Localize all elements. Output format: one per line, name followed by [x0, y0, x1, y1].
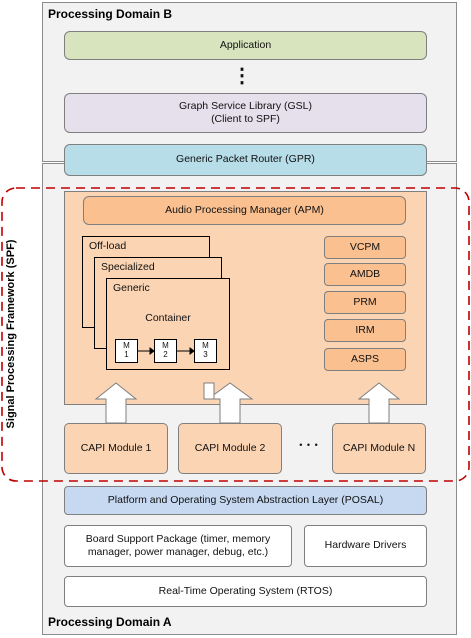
spf-boundary — [1, 187, 470, 482]
bsp-line1: Board Support Package (timer, memory — [85, 532, 271, 545]
gsl-block: Graph Service Library (GSL) (Client to S… — [64, 93, 427, 133]
capi-module-2-up-arrow — [206, 382, 254, 424]
asps-label: ASPS — [350, 352, 379, 365]
hardware-drivers-block: Hardware Drivers — [304, 525, 427, 567]
prm-block: PRM — [324, 291, 406, 314]
module-m3: M 3 — [194, 339, 217, 363]
spf-label: Signal Processing Framework (SPF) — [5, 239, 17, 428]
container-label: Container — [145, 312, 191, 324]
capi-module-2-label: CAPI Module 2 — [194, 441, 266, 454]
module-m1-number: 1 — [124, 350, 129, 359]
m1-to-m2-arrowhead — [149, 347, 155, 355]
application-label: Application — [219, 38, 272, 51]
apm-block: Audio Processing Manager (APM) — [83, 196, 406, 225]
application-block: Application — [64, 31, 427, 60]
domain-b-title: Processing Domain B — [48, 7, 173, 21]
offload-label: Off-load — [89, 240, 127, 252]
module-m2-number: 2 — [163, 350, 168, 359]
domain-a-title: Processing Domain A — [48, 615, 172, 629]
amdb-label: AMDB — [349, 267, 381, 280]
capi-module-1-label: CAPI Module 1 — [80, 441, 152, 454]
specialized-label: Specialized — [101, 261, 155, 273]
gsl-line2: (Client to SPF) — [211, 113, 280, 125]
capi-module-1-up-arrow — [94, 382, 138, 424]
module-m1-letter: M — [123, 341, 130, 351]
gpr-label: Generic Packet Router (GPR) — [176, 153, 315, 166]
rtos-label: Real-Time Operating System (RTOS) — [158, 584, 333, 597]
module-m2-letter: M — [162, 341, 169, 351]
vcpm-label: VCPM — [349, 240, 381, 253]
hardware-drivers-label: Hardware Drivers — [324, 539, 407, 552]
module-m1: M 1 — [115, 339, 138, 363]
generic-label: Generic — [113, 282, 150, 294]
gpr-block: Generic Packet Router (GPR) — [64, 144, 427, 176]
vcpm-block: VCPM — [324, 236, 406, 259]
vertical-ellipsis: ⋮ — [232, 65, 252, 87]
irm-label: IRM — [355, 323, 375, 336]
irm-block: IRM — [324, 319, 406, 342]
prm-label: PRM — [353, 295, 377, 308]
rtos-block: Real-Time Operating System (RTOS) — [64, 576, 427, 607]
bsp-line2: manager, power manager, debug, etc.) — [87, 546, 269, 558]
capi-module-n: CAPI Module N — [332, 423, 426, 474]
module-m3-letter: M — [202, 341, 209, 351]
asps-block: ASPS — [324, 348, 406, 371]
capi-ellipsis: • • • — [299, 440, 319, 450]
capi-module-2-branch-arrow — [203, 382, 215, 400]
processing-domain-b: Processing Domain B — [42, 2, 457, 162]
amdb-block: AMDB — [324, 263, 406, 286]
capi-module-n-label: CAPI Module N — [342, 441, 416, 454]
posal-label: Platform and Operating System Abstractio… — [107, 493, 384, 506]
capi-module-n-up-arrow — [357, 382, 401, 424]
posal-block: Platform and Operating System Abstractio… — [64, 486, 427, 515]
capi-module-1: CAPI Module 1 — [64, 423, 168, 474]
module-m3-number: 3 — [203, 350, 208, 359]
gsl-line1: Graph Service Library (GSL) — [178, 99, 313, 112]
bsp-block: Board Support Package (timer, memory man… — [64, 525, 292, 567]
capi-module-2: CAPI Module 2 — [178, 423, 282, 474]
apm-label: Audio Processing Manager (APM) — [165, 203, 324, 216]
m2-to-m3-arrowhead — [189, 347, 195, 355]
